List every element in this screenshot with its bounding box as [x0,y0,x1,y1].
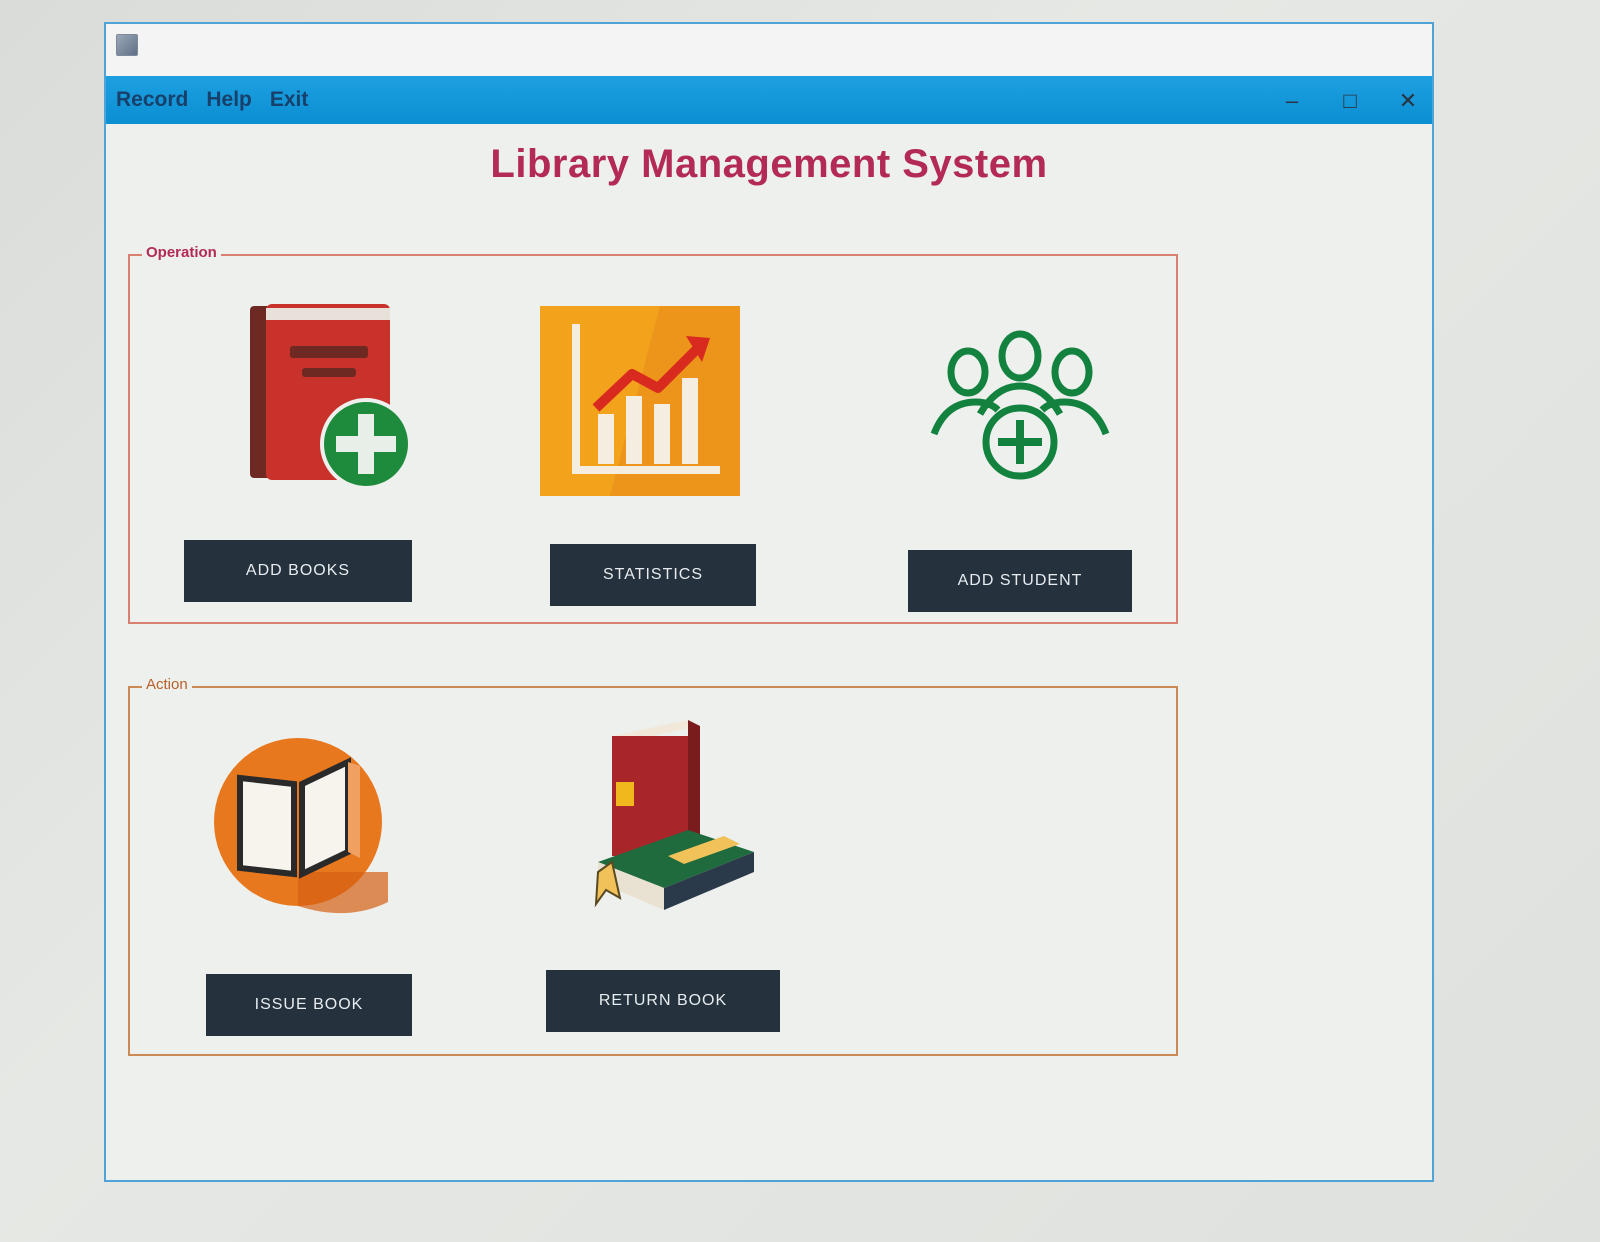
statistics-button[interactable]: STATISTICS [550,544,756,606]
maximize-button[interactable]: □ [1343,88,1357,113]
add-student-tile [900,324,1140,524]
stacked-books-icon [568,712,768,912]
window-controls: – □ ✕ [1282,88,1418,114]
add-books-tile [200,294,440,494]
main-window: Record Help Exit – □ ✕ Library Managemen… [104,22,1434,1182]
bar-chart-trend-icon [540,306,740,506]
minimize-button[interactable]: – [1285,88,1299,113]
operation-panel: Operation [128,244,1178,624]
issue-book-tile [178,722,418,922]
menu-help[interactable]: Help [206,88,252,111]
open-book-icon [198,722,398,922]
add-student-button[interactable]: ADD STUDENT [908,550,1132,612]
menu-exit[interactable]: Exit [269,88,309,111]
action-panel: Action [128,676,1178,1056]
page-title: Library Management System [490,142,1048,186]
app-icon [116,34,138,56]
action-legend: Action [142,676,192,693]
add-books-button[interactable]: ADD BOOKS [184,540,412,602]
issue-book-button[interactable]: ISSUE BOOK [206,974,412,1036]
menu-bar: Record Help Exit [106,76,1432,124]
return-book-tile [548,712,788,912]
close-button[interactable]: ✕ [1398,88,1418,113]
return-book-button[interactable]: RETURN BOOK [546,970,780,1032]
menu-record[interactable]: Record [116,88,189,111]
book-add-icon [220,294,420,494]
title-bar [106,24,1432,76]
statistics-tile [520,306,760,506]
operation-legend: Operation [142,244,221,261]
group-add-icon [920,324,1120,524]
